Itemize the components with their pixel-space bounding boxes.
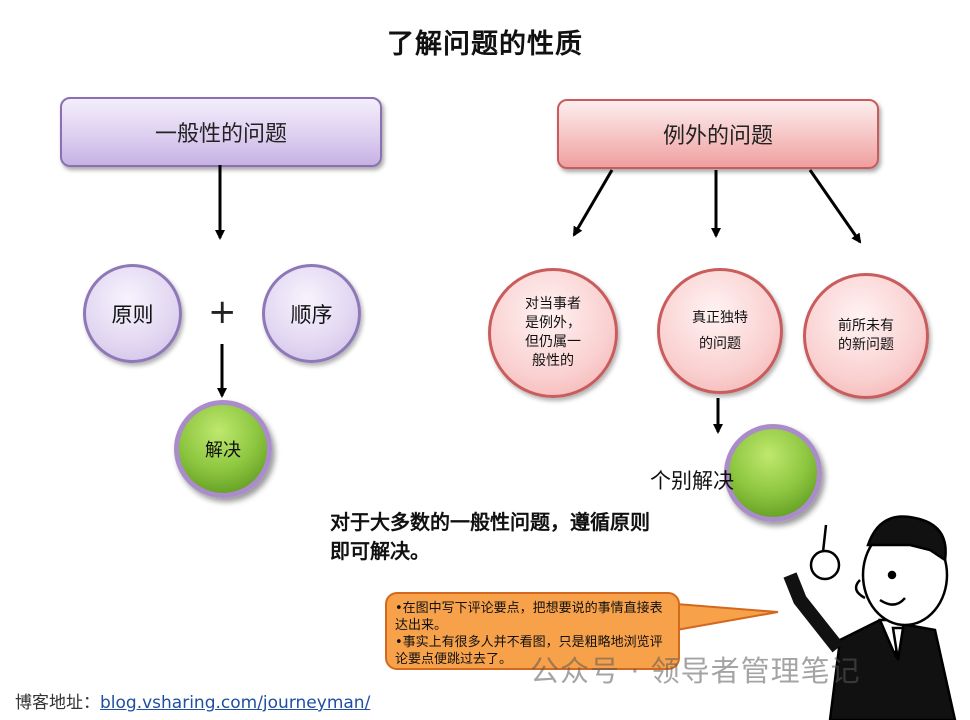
exception-problem-header: 例外的问题 — [557, 99, 879, 169]
solve-circle: 解决 — [174, 400, 272, 498]
blog-footer: 博客地址：blog.vsharing.com/journeyman/ — [15, 688, 370, 713]
exception-case-circle-1: 对当事者 是例外， 但仍属一 般性的 — [488, 268, 618, 398]
footer-label: 博客地址： — [15, 693, 100, 713]
order-circle: 顺序 — [262, 264, 361, 363]
callout-point-1: •在图中写下评论要点，把想要说的事情直接表达出来。 — [395, 601, 663, 633]
circle-line: 对当事者 — [525, 296, 581, 312]
plus-sign: + — [208, 292, 237, 332]
callout-point-2: •事实上有很多人并不看图，只是粗略地浏览评论要点便跳过去了。 — [395, 635, 663, 667]
individual-solve-circle — [724, 424, 822, 522]
blog-url-link[interactable]: blog.vsharing.com/journeyman/ — [100, 693, 371, 713]
circle-line: 真正独特 — [692, 310, 748, 326]
principle-circle: 原则 — [83, 264, 182, 363]
circle-line: 般性的 — [532, 353, 574, 369]
circle-line: 前所未有 — [838, 318, 894, 334]
circle-line: 的问题 — [699, 336, 741, 352]
comment-callout: •在图中写下评论要点，把想要说的事情直接表达出来。 •事实上有很多人并不看图，只… — [385, 592, 680, 670]
watermark: 公众号 · 领导者管理笔记 — [530, 654, 861, 688]
callout-pointer — [675, 602, 779, 632]
arrow-exception-right — [808, 169, 862, 244]
arrow-exception-left — [572, 169, 614, 237]
individual-solve-label: 个别解决 — [650, 469, 734, 493]
page-title: 了解问题的性质 — [387, 29, 583, 60]
general-problem-header: 一般性的问题 — [60, 97, 382, 167]
exception-case-circle-2: 真正独特 的问题 — [657, 268, 783, 394]
circle-line: 的新问题 — [838, 337, 894, 353]
circle-line: 是例外， — [525, 315, 581, 331]
cartoon-man-illustration — [783, 515, 957, 720]
main-statement: 对于大多数的一般性问题，遵循原则即可解决。 — [330, 510, 650, 563]
circle-line: 但仍属一 — [525, 334, 581, 350]
exception-case-circle-3: 前所未有 的新问题 — [803, 273, 929, 399]
